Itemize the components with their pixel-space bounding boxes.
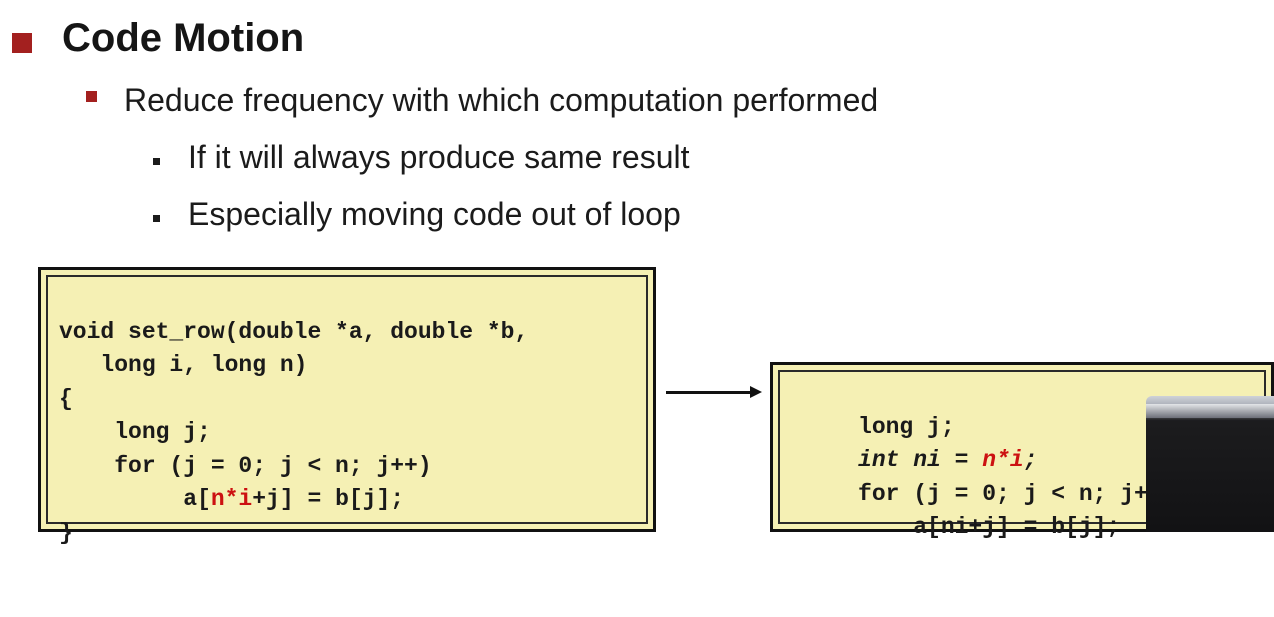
- point-bullet: [86, 91, 97, 102]
- main-point: Reduce frequency with which computation …: [124, 82, 879, 118]
- code-fragment: int ni =: [858, 447, 983, 473]
- code-fragment: ;: [1023, 447, 1038, 473]
- code-line: void set_row(double *a, double *b,: [59, 318, 529, 345]
- code-line: long j;: [59, 419, 211, 445]
- code-fragment: [789, 447, 858, 473]
- code-line: {: [59, 385, 73, 412]
- code-fragment: +j] = b[j];: [252, 486, 405, 512]
- code-line: a[ni+j] = b[j];: [789, 514, 1121, 540]
- code-before-box: void set_row(double *a, double *b, long …: [38, 267, 656, 546]
- arrow-shaft: [666, 391, 752, 394]
- subpoint-item: Especially moving code out of loop: [188, 196, 681, 232]
- video-overlay: [1146, 396, 1274, 532]
- slide-heading: Code Motion: [62, 16, 305, 60]
- heading-bullet: [12, 33, 32, 53]
- code-line: int ni = n*i;: [789, 444, 1271, 478]
- arrow-icon: [750, 386, 762, 398]
- device-edge: [1146, 404, 1274, 418]
- code-line: long j;: [789, 413, 955, 440]
- subpoint-bullet: [153, 215, 160, 222]
- slide: Code Motion Reduce frequency with which …: [12, 16, 1274, 546]
- highlighted-expression: n*i: [982, 447, 1024, 473]
- subpoint-item: If it will always produce same result: [188, 139, 690, 175]
- code-fragment: a[: [59, 486, 211, 512]
- code-line: a[n*i+j] = b[j];: [59, 483, 653, 517]
- code-line: }: [59, 519, 73, 546]
- highlighted-expression: n*i: [210, 486, 253, 512]
- code-line: long i, long n): [59, 352, 308, 378]
- subpoint-bullet: [153, 158, 160, 165]
- code-line: for (j = 0; j < n; j++): [59, 452, 432, 479]
